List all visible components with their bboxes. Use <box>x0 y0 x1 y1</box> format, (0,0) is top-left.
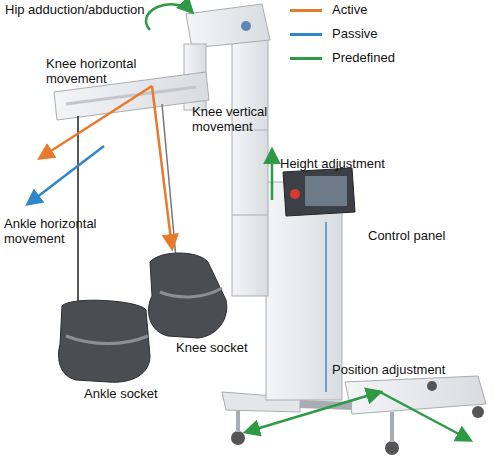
part-label: Ankle horizontal movement <box>4 216 118 246</box>
wheel-post <box>236 411 240 432</box>
part-label: Knee socket <box>176 340 276 355</box>
logo <box>241 21 251 31</box>
knee-socket-strap <box>160 288 222 297</box>
base-bar <box>300 404 352 406</box>
knee-vertical-arrow <box>152 86 172 248</box>
legend-entry: Passive <box>290 26 430 42</box>
part-label: Position adjustment <box>332 362 482 377</box>
stop-button <box>290 189 300 199</box>
legend-text: Predefined <box>332 50 395 66</box>
hip-arrow <box>146 4 192 30</box>
screen-display <box>305 176 347 206</box>
ankle-horizontal-arrow <box>28 146 104 204</box>
top-arm <box>186 4 270 48</box>
legend-text: Passive <box>332 26 378 42</box>
cabinet-stripe <box>325 222 327 392</box>
part-label: Knee horizontal movement <box>46 56 154 86</box>
wheel <box>427 381 437 391</box>
position-arrow <box>246 392 380 432</box>
legend-swatch <box>290 33 322 36</box>
legend-entry: Predefined <box>290 50 430 66</box>
ankle-socket-strap <box>66 336 148 344</box>
knee-horizontal-arrow <box>40 86 152 158</box>
part-label: Hip adduction/abduction <box>5 2 180 17</box>
bar-slot <box>66 87 196 104</box>
legend: ActivePassivePredefined <box>290 2 430 78</box>
wheel <box>472 406 484 418</box>
wheel-post <box>390 412 394 442</box>
wheel <box>231 431 245 445</box>
ankle-cord <box>77 116 79 306</box>
legend-entry: Active <box>290 2 430 18</box>
part-label: Ankle socket <box>84 386 194 401</box>
ankle-socket-shape <box>59 300 150 382</box>
part-label: Control panel <box>368 228 478 243</box>
position-arrow <box>380 392 470 440</box>
part-label: Knee vertical movement <box>192 104 282 134</box>
column <box>232 38 268 296</box>
control-screen <box>283 168 355 216</box>
column-joint <box>232 215 268 216</box>
height-arrow <box>271 150 274 200</box>
part-label: Height adjustment <box>280 156 410 171</box>
legend-text: Active <box>332 2 367 18</box>
legend-swatch <box>290 57 322 60</box>
legend-swatch <box>290 9 322 12</box>
knee-socket-shape <box>149 253 227 338</box>
wheel <box>385 441 399 455</box>
